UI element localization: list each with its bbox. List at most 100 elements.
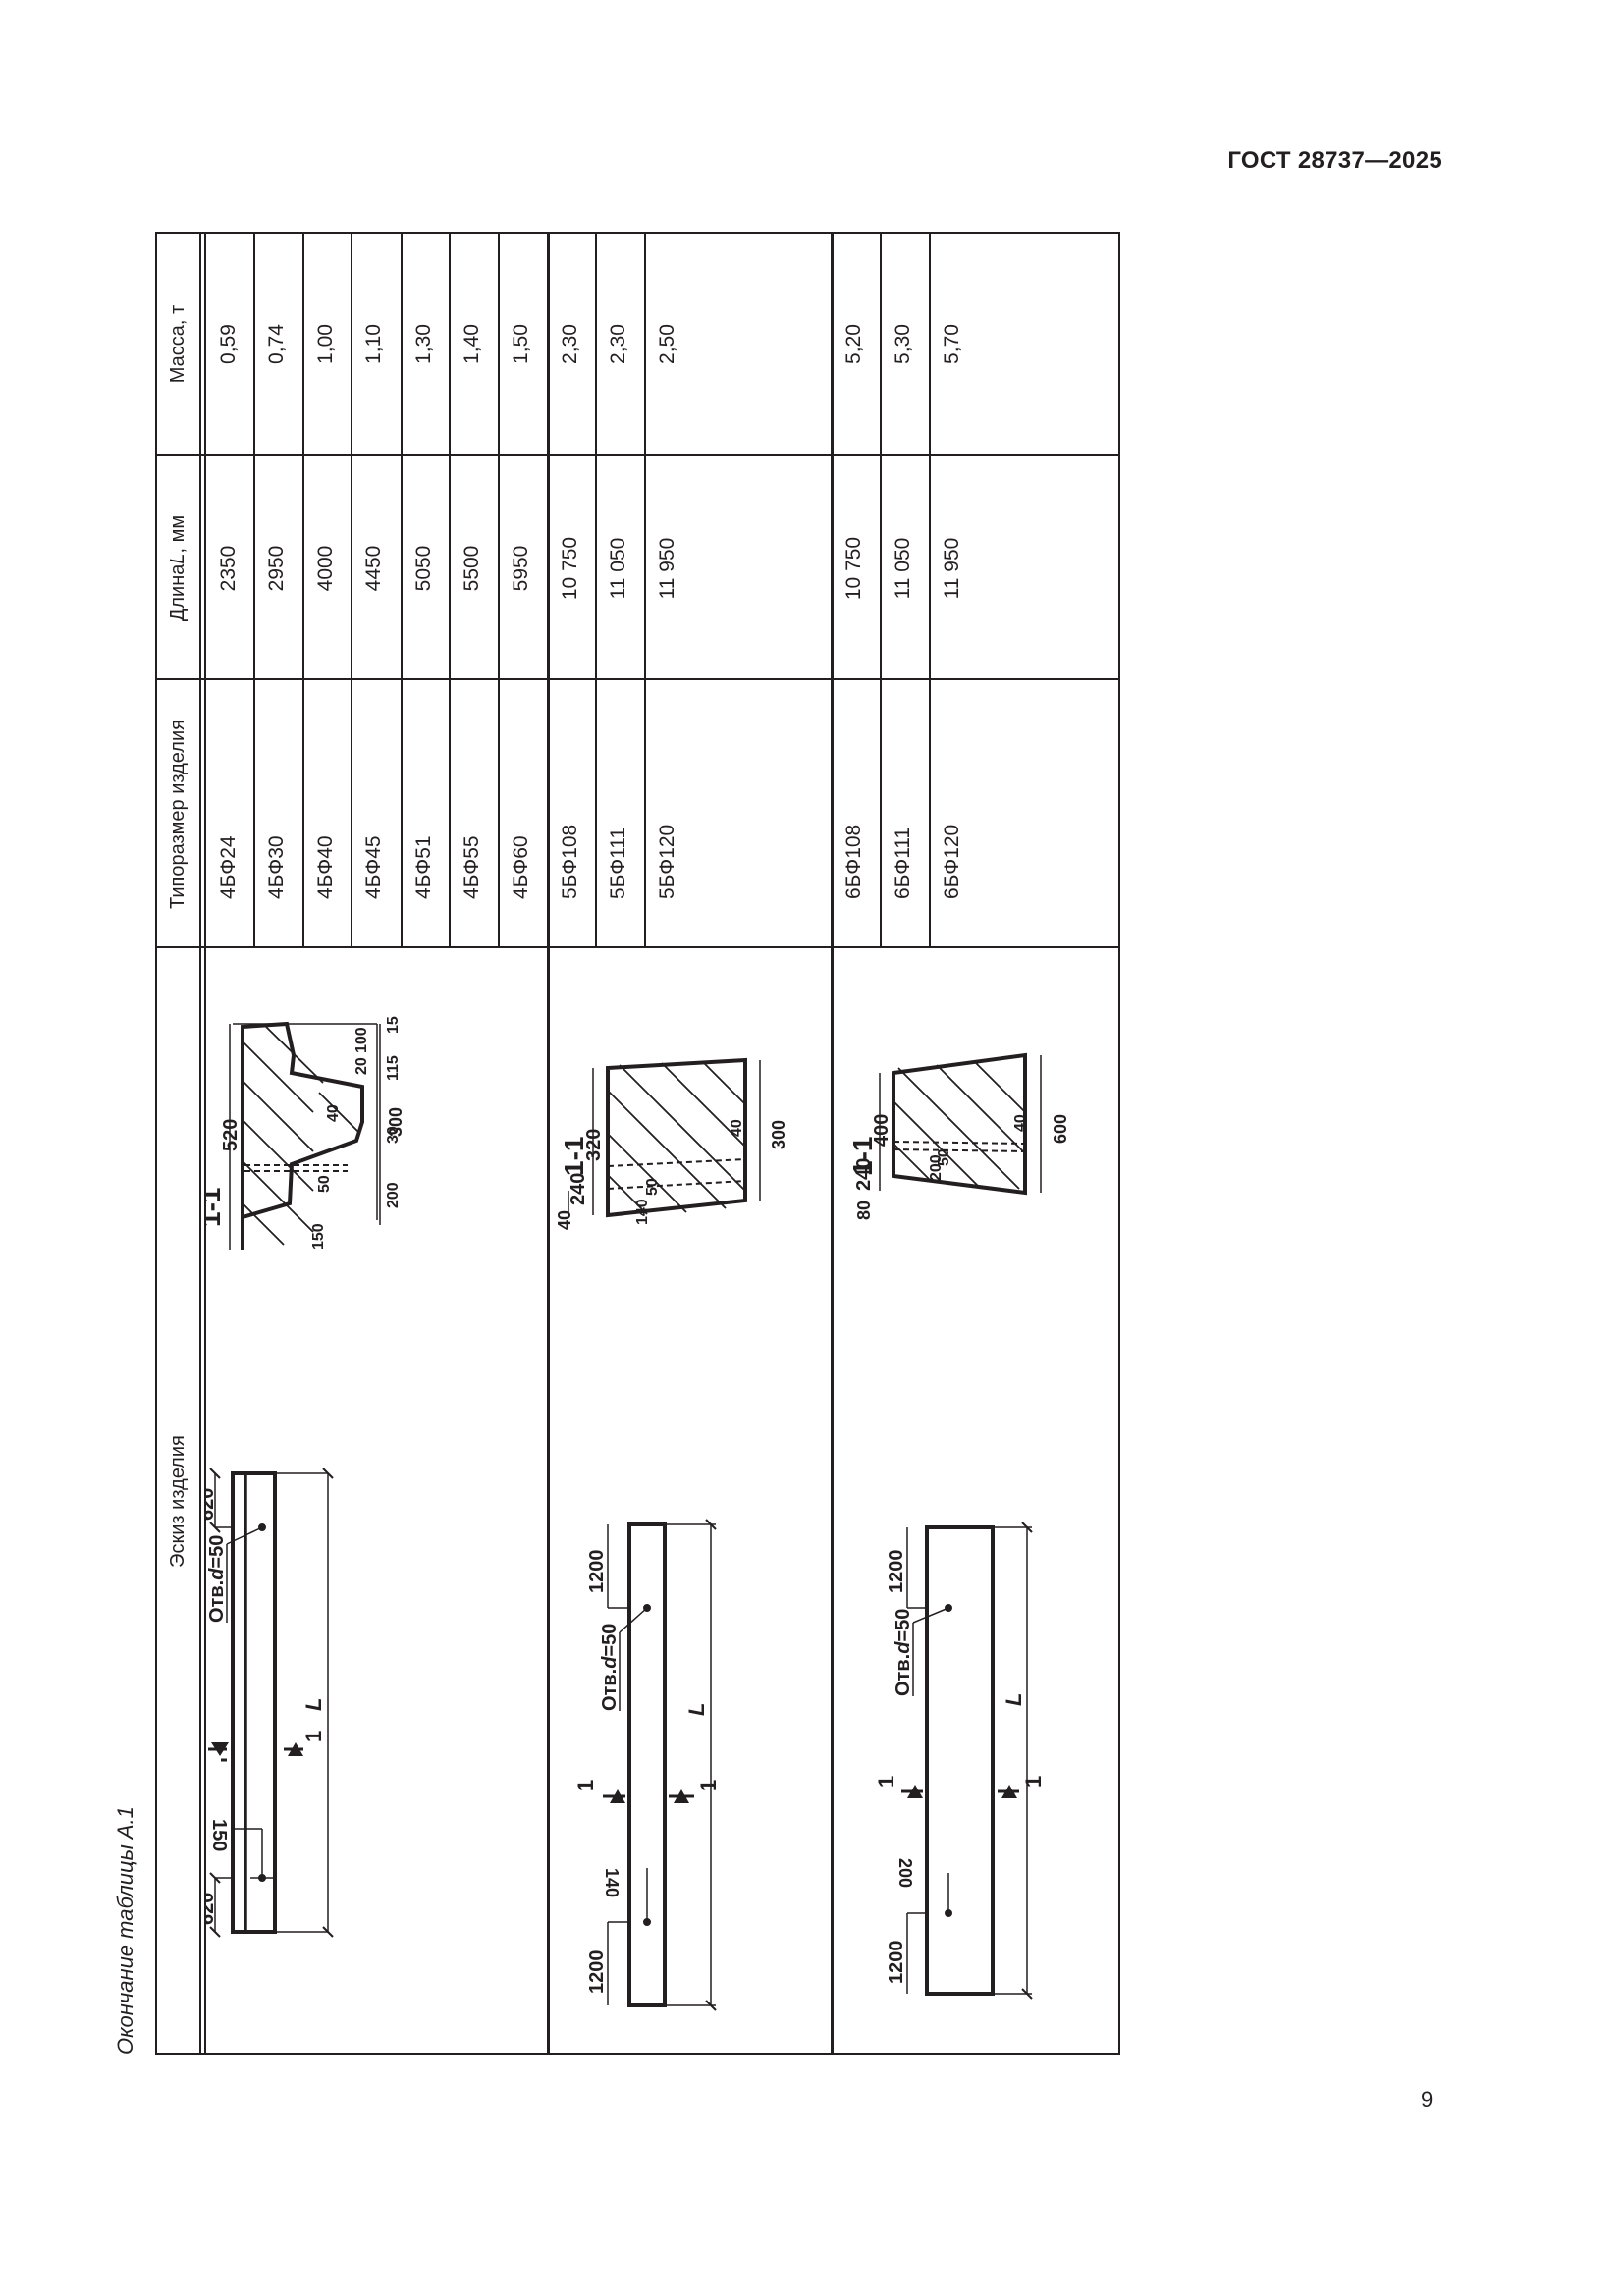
row-divider bbox=[253, 232, 255, 948]
row-divider bbox=[351, 232, 352, 948]
dim-50: 50 bbox=[936, 1148, 952, 1166]
section-view: 1-1 320 300 40 240 40 bbox=[555, 1057, 788, 1230]
dim-L: L bbox=[684, 1703, 709, 1716]
cell-length: 10 750 bbox=[559, 536, 581, 601]
dim-140: 140 bbox=[634, 1199, 651, 1225]
dim-80: 80 bbox=[854, 1201, 874, 1220]
cut-marker-top: 1 bbox=[573, 1780, 598, 1791]
dim-400: 400 bbox=[871, 1114, 893, 1147]
header-mass: Масса, т bbox=[166, 304, 189, 384]
dim-200: 200 bbox=[928, 1154, 945, 1181]
header-type: Типоразмер изделия bbox=[166, 720, 189, 909]
dim-30: 30 bbox=[385, 1126, 402, 1144]
cell-type: 4БФ55 bbox=[460, 835, 483, 899]
page-number: 9 bbox=[1421, 2087, 1434, 2111]
hole-label: Отв.d=50 bbox=[206, 1535, 228, 1623]
cell-length: 11 950 bbox=[656, 537, 678, 600]
dim-300: 300 bbox=[386, 1107, 406, 1137]
dim-40: 40 bbox=[729, 1119, 745, 1137]
header-length-prefix: Длина bbox=[166, 563, 189, 622]
cell-length: 5950 bbox=[510, 545, 532, 592]
cell-length: 4450 bbox=[362, 545, 385, 592]
section-view: 1-1 400 600 40 240 80 200 bbox=[847, 1052, 1070, 1220]
dim-620-left: 620 bbox=[205, 1893, 218, 1925]
cell-mass: 0,74 bbox=[265, 324, 288, 364]
row-divider bbox=[929, 232, 931, 948]
cell-type: 6БФ111 bbox=[892, 827, 914, 899]
dim-40: 40 bbox=[325, 1104, 342, 1122]
dim-300: 300 bbox=[769, 1120, 788, 1149]
cell-type: 4БФ30 bbox=[265, 835, 288, 899]
cell-type: 6БФ108 bbox=[842, 824, 865, 899]
cell-length: 2950 bbox=[265, 545, 288, 592]
cut-marker-bottom: 1 bbox=[1021, 1776, 1046, 1788]
sketch-group-5: L 1200 140 1200 Отв.d=50 1 1 bbox=[549, 948, 831, 2055]
cell-mass: 2,30 bbox=[607, 324, 629, 364]
dim-50: 50 bbox=[644, 1178, 661, 1196]
cell-mass: 2,30 bbox=[559, 324, 581, 364]
cell-mass: 1,30 bbox=[412, 324, 435, 364]
dim-1200-right: 1200 bbox=[586, 1550, 608, 1594]
cell-length: 11 050 bbox=[607, 537, 629, 600]
table-caption-wrap: Окончание таблицы А.1 bbox=[108, 1662, 143, 2055]
section-label: 1-1 bbox=[559, 1137, 589, 1176]
hole-label: Отв.d=50 bbox=[893, 1609, 914, 1696]
cell-length: 2350 bbox=[217, 545, 240, 592]
dim-1200-left: 1200 bbox=[586, 1950, 608, 1995]
dim-240: 240 bbox=[568, 1173, 589, 1205]
cell-mass: 5,20 bbox=[842, 324, 865, 364]
plan-view: L 620 150 620 bbox=[205, 1468, 334, 1938]
section-view: 1-1 520 300 100 bbox=[205, 1016, 406, 1250]
cell-mass: 1,40 bbox=[460, 324, 483, 364]
section-label: 1-1 bbox=[205, 1188, 226, 1227]
dim-1200-left: 1200 bbox=[886, 1941, 907, 1985]
cell-mass: 0,59 bbox=[217, 324, 240, 364]
dim-1200-right: 1200 bbox=[886, 1550, 907, 1594]
dim-150: 150 bbox=[208, 1819, 230, 1851]
document-code: ГОСТ 28737—2025 bbox=[1227, 147, 1442, 174]
header-length-suffix: , мм bbox=[166, 514, 189, 554]
dim-600: 600 bbox=[1051, 1114, 1070, 1144]
row-divider bbox=[644, 232, 646, 948]
cell-mass: 5,70 bbox=[941, 324, 963, 364]
header-length: Длина L, мм bbox=[155, 456, 200, 680]
cell-length: 5050 bbox=[412, 545, 435, 592]
cut-marker-bottom: 1 bbox=[301, 1731, 326, 1742]
cell-type: 6БФ120 bbox=[941, 824, 963, 899]
cell-mass: 5,30 bbox=[892, 324, 914, 364]
header-sketch: Эскиз изделия bbox=[166, 1435, 189, 1568]
cell-type: 4БФ51 bbox=[412, 835, 435, 899]
cell-type: 4БФ45 bbox=[362, 835, 385, 899]
dim-115: 115 bbox=[385, 1055, 402, 1081]
dim-140: 140 bbox=[602, 1868, 622, 1897]
cell-mass: 1,50 bbox=[510, 324, 532, 364]
cut-marker-bottom: 1 bbox=[696, 1780, 721, 1791]
cell-length: 5500 bbox=[460, 545, 483, 592]
cell-mass: 1,10 bbox=[362, 324, 385, 364]
cell-type: 5БФ108 bbox=[559, 824, 581, 899]
row-divider bbox=[449, 232, 451, 948]
cell-length: 10 750 bbox=[842, 536, 865, 601]
cell-type: 4БФ40 bbox=[314, 835, 337, 899]
dim-200: 200 bbox=[385, 1182, 402, 1208]
dim-40-bottom: 40 bbox=[555, 1210, 574, 1230]
dim-150-section: 150 bbox=[310, 1223, 327, 1250]
cell-mass: 2,50 bbox=[656, 324, 678, 364]
cell-length: 11 950 bbox=[941, 537, 963, 600]
dim-40: 40 bbox=[1012, 1114, 1029, 1132]
row-divider bbox=[302, 232, 304, 948]
row-divider bbox=[401, 232, 403, 948]
header-length-var: L bbox=[166, 553, 189, 564]
row-divider bbox=[595, 232, 597, 948]
cell-mass: 1,00 bbox=[314, 324, 337, 364]
dim-620-right: 620 bbox=[205, 1488, 218, 1521]
dim-200: 200 bbox=[895, 1858, 915, 1888]
row-divider bbox=[880, 232, 882, 948]
dim-L: L bbox=[301, 1698, 326, 1711]
dim-100: 100 bbox=[353, 1027, 370, 1053]
dim-L: L bbox=[1001, 1693, 1026, 1706]
cell-length: 4000 bbox=[314, 545, 337, 592]
products-table: Эскиз изделия Типоразмер изделия Длина L… bbox=[155, 232, 1120, 2055]
cell-type: 4БФ24 bbox=[217, 835, 240, 899]
row-divider bbox=[498, 232, 500, 948]
